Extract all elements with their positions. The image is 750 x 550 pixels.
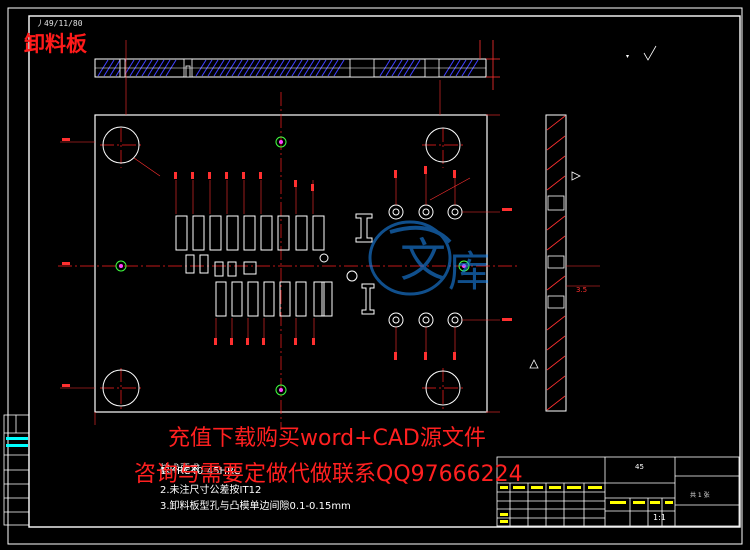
svg-text:库: 库 [448, 247, 490, 296]
watermark-ad-line-1: 充值下载购买word+CAD源文件 [168, 426, 486, 451]
watermark-logo: 文 库 [368, 220, 490, 296]
inner-frame [28, 15, 741, 528]
technical-requirement-item: 2.未注尺寸公差按IT12 [160, 485, 262, 496]
title-block-sheet: 共 1 张 [690, 492, 710, 499]
plate-title: 卸料板 [24, 32, 87, 56]
side-dimension-label: 3.5 [576, 286, 587, 294]
roughness-symbol: ▾ [626, 45, 657, 61]
outer-border [7, 7, 743, 545]
svg-text:文: 文 [400, 233, 446, 287]
title-block-material: 45 [635, 463, 644, 471]
dimension-ticks [62, 138, 512, 387]
main-plate-outline [94, 114, 488, 413]
title-block-scale: 1:1 [653, 513, 666, 522]
watermark-ad-line-2: 咨询与需要定做代做联系QQ97666224 [134, 462, 523, 487]
top-section-view [94, 58, 487, 78]
internal-dimensions [60, 40, 500, 425]
drawing-corner-label: 丿49/11/80 [36, 19, 83, 28]
technical-requirements-title: 技术要求 [160, 464, 200, 475]
strip-dimensions [479, 40, 500, 90]
pin-holes [115, 136, 470, 396]
technical-requirement-item: 1.HRC40-45HRC [160, 466, 241, 477]
punch-openings [175, 215, 333, 317]
left-revision-table [3, 414, 30, 526]
centerlines [58, 92, 520, 430]
guide-holes [102, 126, 461, 407]
svg-text:▾: ▾ [626, 53, 629, 60]
side-section-view: 3.5 [529, 114, 600, 412]
technical-requirement-item: 3.卸料板型孔与凸模单边间隙0.1-0.15mm [160, 501, 351, 512]
title-block [496, 456, 740, 527]
i-beam-openings [355, 213, 375, 315]
